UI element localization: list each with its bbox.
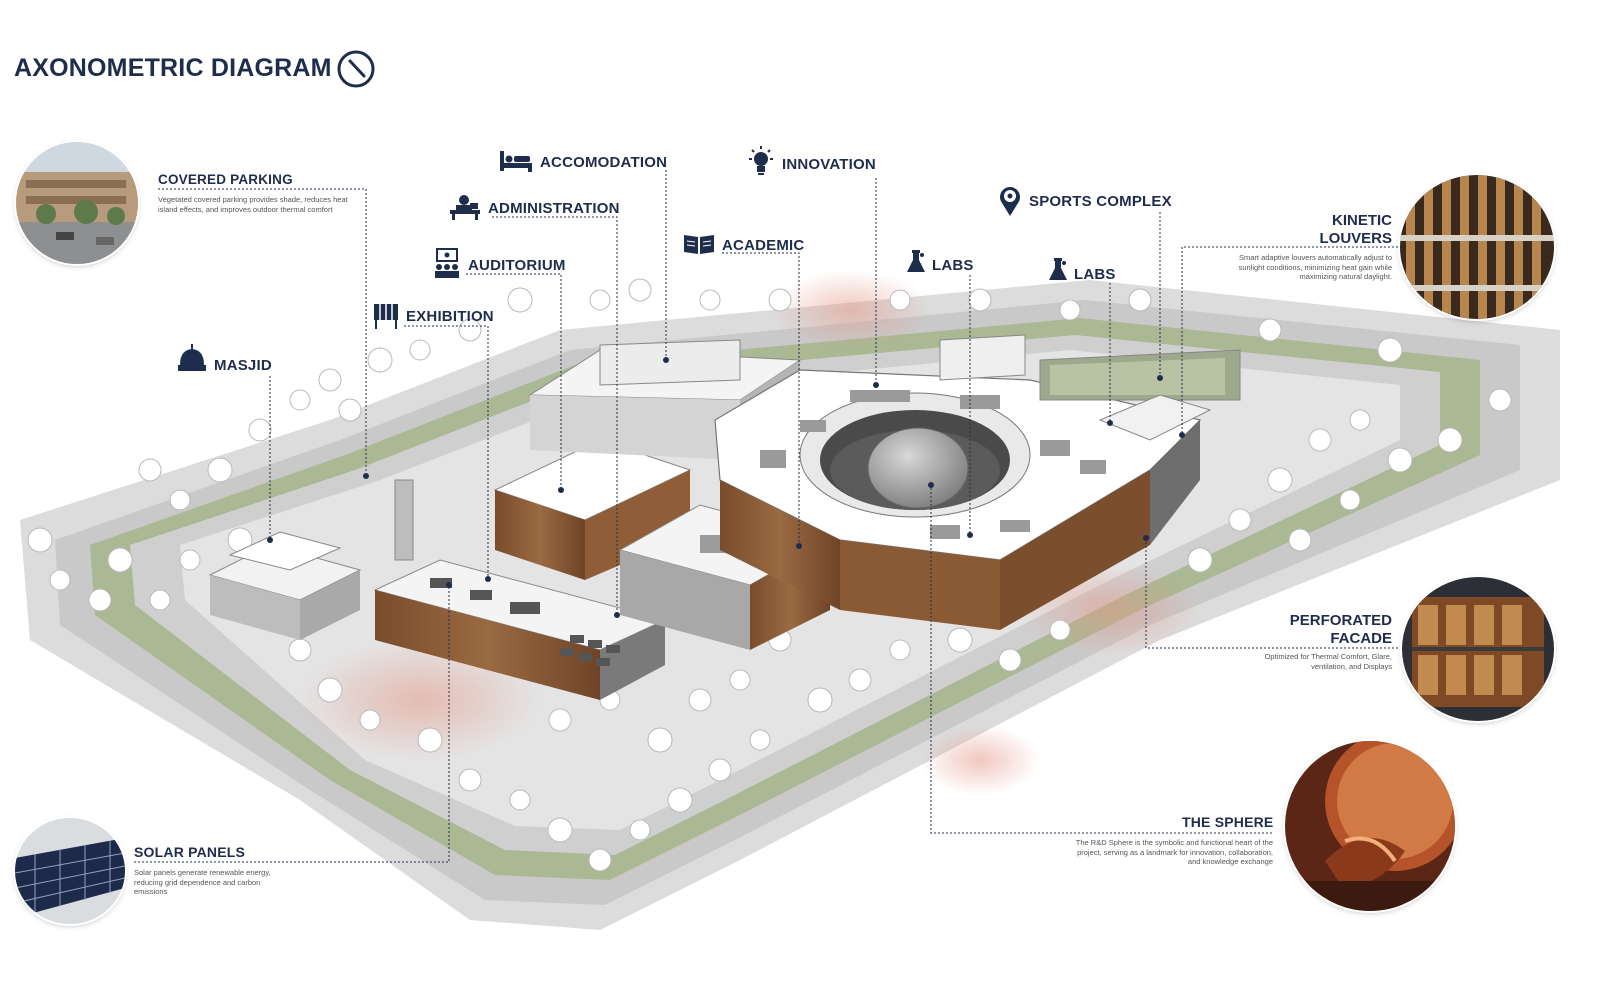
sports-ball-pin-icon	[1000, 187, 1020, 216]
sports-complex-building	[939, 334, 1241, 441]
kinetic-louvers-title: KINETIC LOUVERS	[1270, 212, 1392, 248]
label-auditorium: AUDITORIUM	[468, 257, 566, 274]
solar-panels-photo	[15, 818, 125, 924]
innovation-building	[714, 369, 1202, 630]
accomodation-building	[528, 339, 802, 460]
leader-dots	[267, 357, 1185, 618]
label-labs-2: LABS	[1074, 266, 1116, 283]
auditorium-icon	[435, 248, 459, 278]
solar-panels-title: SOLAR PANELS	[134, 844, 246, 860]
label-sports-complex: SPORTS COMPLEX	[1029, 193, 1172, 210]
admin-desk-icon	[450, 195, 480, 220]
label-exhibition: EXHIBITION	[406, 308, 494, 325]
label-innovation: INNOVATION	[782, 156, 876, 173]
perforated-facade-title-line1: PERFORATED	[1289, 612, 1392, 629]
trees	[27, 278, 1512, 872]
label-masjid: MASJID	[214, 357, 272, 374]
kinetic-louvers-title-line2: LOUVERS	[1319, 230, 1392, 247]
page-title: AXONOMETRIC DIAGRAM	[14, 54, 332, 82]
exhibition-panel-icon	[374, 304, 398, 329]
label-accomodation: ACCOMODATION	[540, 154, 668, 171]
administration-building	[493, 439, 692, 580]
leader-lines	[134, 170, 1398, 863]
dome-icon	[178, 344, 206, 371]
perforated-facade-desc: Optimized for Thermal Comfort, Glare, ve…	[1264, 652, 1392, 671]
perforated-facade-title: PERFORATED FACADE	[1250, 612, 1392, 648]
bed-icon	[500, 151, 532, 172]
book-icon	[684, 235, 714, 254]
label-academic: ACADEMIC	[722, 237, 805, 254]
solar-panel-array	[430, 578, 620, 666]
compass-icon	[337, 50, 375, 88]
lightbulb-icon	[749, 146, 773, 175]
kinetic-louvers-photo	[1400, 175, 1554, 319]
label-labs-1: LABS	[932, 257, 974, 274]
covered-parking-title: COVERED PARKING	[158, 172, 293, 187]
flask-icon	[1049, 258, 1067, 280]
kinetic-louvers-desc: Smart adaptive louvers automatically adj…	[1238, 253, 1392, 281]
kinetic-louvers-title-line1: KINETIC	[1332, 212, 1392, 229]
masjid-building	[208, 479, 414, 640]
label-administration: ADMINISTRATION	[488, 200, 620, 217]
flask-icon	[907, 250, 925, 272]
the-sphere-title: THE SPHERE	[1182, 814, 1274, 830]
the-sphere-photo	[1285, 741, 1455, 911]
solar-panels-desc: Solar panels generate renewable energy, …	[134, 868, 271, 896]
perforated-facade-photo	[1402, 577, 1554, 721]
perforated-facade-title-line2: FACADE	[1330, 630, 1392, 647]
covered-parking-desc: Vegetated covered parking provides shade…	[158, 195, 348, 214]
covered-parking-photo	[16, 142, 138, 264]
the-sphere-desc: The R&D Sphere is the symbolic and funct…	[1075, 838, 1273, 866]
